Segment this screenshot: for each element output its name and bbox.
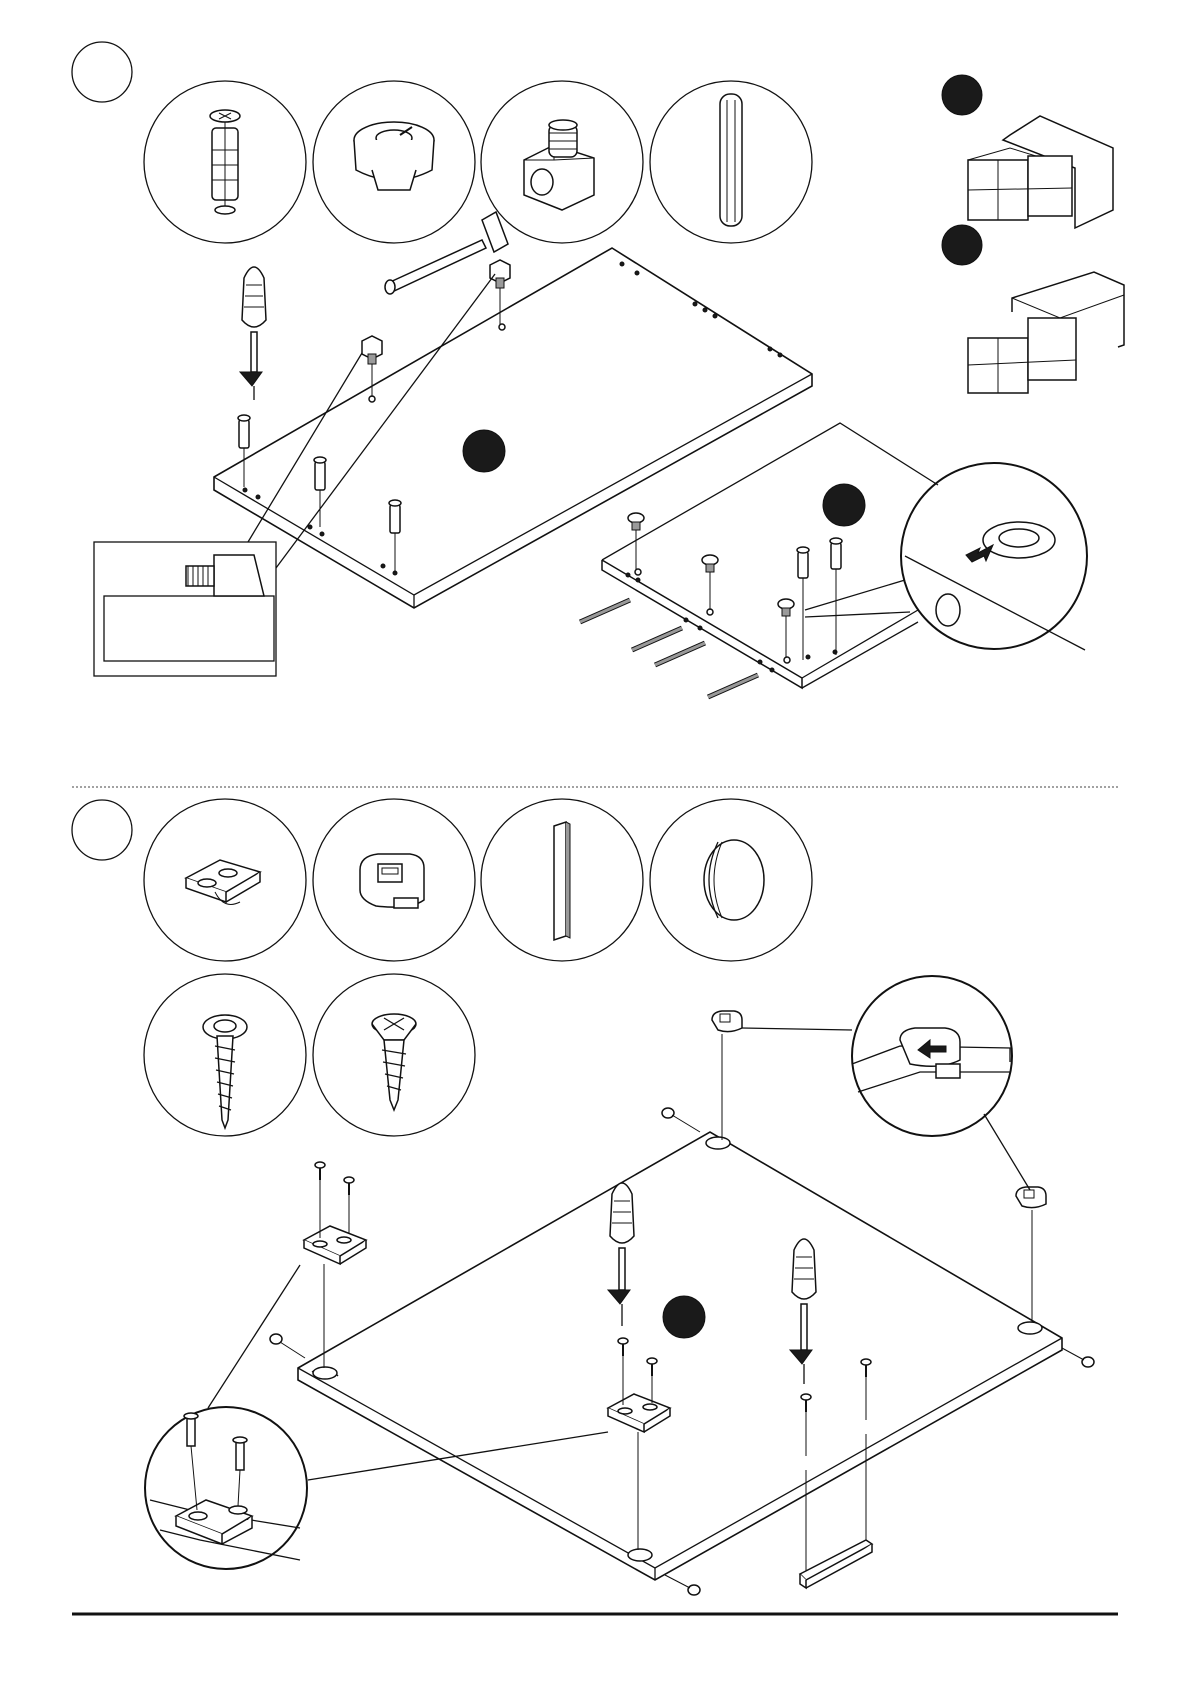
cam-clip-fitting-2 (1016, 1187, 1046, 1322)
cam-lock-fitting-2 (702, 555, 718, 610)
leader-line (208, 1265, 300, 1408)
wall-plug-5 (830, 538, 842, 655)
panel-large (214, 248, 812, 608)
dowel-4 (708, 675, 758, 697)
variant-marker-b (942, 225, 982, 265)
screwdriver-icon (240, 267, 266, 400)
dowel-peg (270, 1334, 305, 1358)
step-top (72, 42, 1124, 697)
wall-plug-screw-icon (144, 81, 306, 243)
variant-marker-a (942, 75, 982, 115)
screw-small (344, 1177, 354, 1234)
dowel-2 (632, 628, 682, 650)
cam-lock-magnifier (901, 463, 1087, 650)
bumper-pad-icon (650, 799, 812, 961)
step-number-circle-top (72, 42, 132, 102)
cam-clip-icon (313, 799, 475, 961)
panel-marker-large (463, 430, 505, 472)
cam-lock-icon (313, 81, 475, 243)
dowel-peg (662, 1108, 700, 1132)
wooden-dowel-icon (650, 81, 812, 243)
leader-line (805, 612, 910, 617)
panel-bottom (298, 1132, 1062, 1580)
panel-marker-small (823, 484, 865, 526)
cam-lock-fitting-3 (778, 599, 794, 658)
variant-b (942, 225, 1124, 393)
wooden-strip-icon (481, 799, 643, 961)
dowel-3 (655, 643, 705, 665)
cam-bolt-block-icon (481, 81, 643, 243)
dowel-peg (665, 1575, 700, 1595)
screw-small (315, 1162, 325, 1238)
leader-line (742, 1028, 852, 1030)
cam-clip-fitting-1 (712, 1011, 742, 1140)
step-number-circle-bottom (72, 800, 132, 860)
connector-bracket-icon (144, 799, 306, 961)
bracket-screw-magnifier (145, 1407, 307, 1569)
dowel-peg (1062, 1348, 1094, 1367)
dowel-1 (580, 600, 630, 622)
step-bottom (72, 799, 1094, 1595)
cabinet-straight-desk-icon (968, 272, 1124, 393)
variant-a (942, 75, 1113, 228)
cam-bolt-detail-inset (94, 542, 276, 676)
wall-plug-4 (797, 547, 809, 660)
cabinet-corner-desk-icon (968, 116, 1113, 228)
cam-lock-fitting-1 (628, 513, 644, 570)
wood-screw-icon (144, 974, 306, 1136)
panel-marker-bottom (663, 1296, 705, 1338)
leader-line (805, 580, 905, 610)
countersunk-screw-icon (313, 974, 475, 1136)
cam-clip-magnifier (852, 976, 1012, 1136)
arrow-icon (966, 545, 993, 562)
leader-line (984, 1114, 1030, 1190)
